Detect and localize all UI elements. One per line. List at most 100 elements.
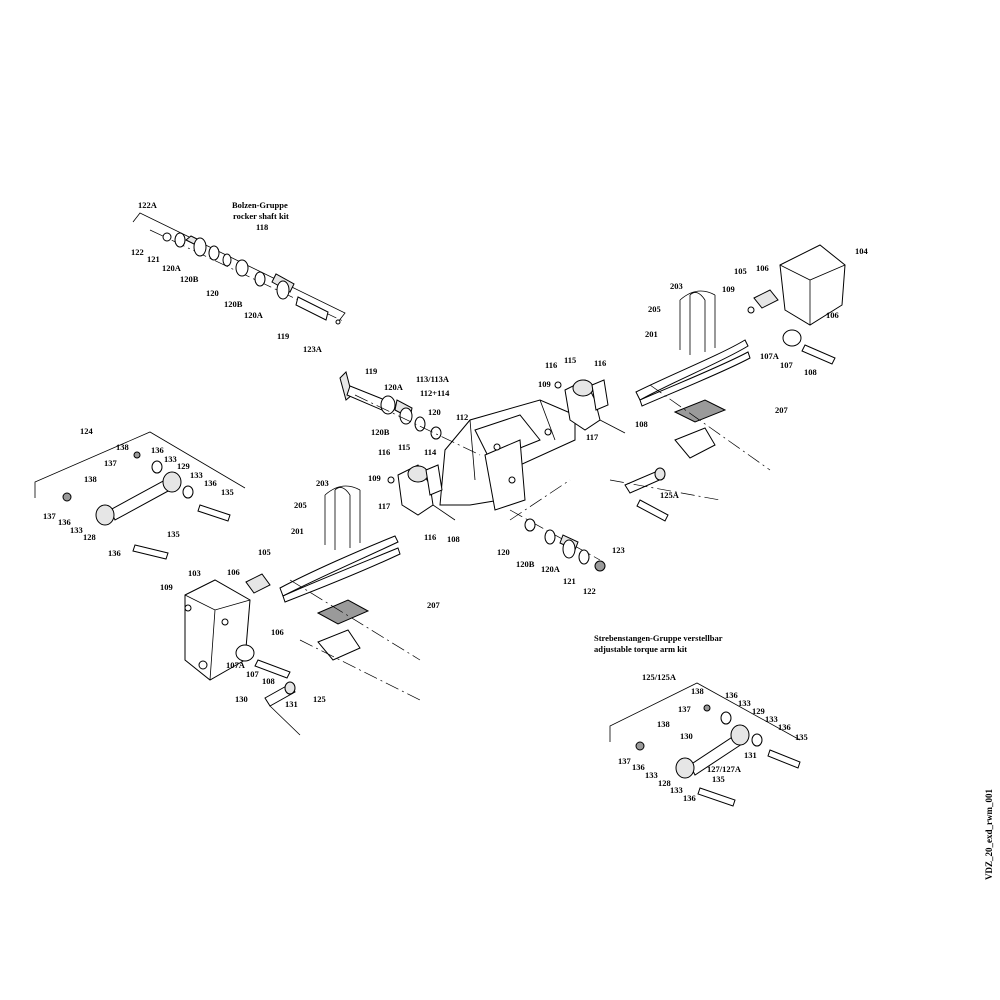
callout: 122A (138, 200, 158, 210)
callout: 109 (160, 582, 173, 592)
callout: 112+114 (420, 388, 450, 398)
callout: 116 (378, 447, 390, 457)
callout: 120B (371, 427, 390, 437)
callout: 120 (428, 407, 441, 417)
callout: 107 (246, 669, 260, 679)
lower-shaft-center (509, 509, 606, 572)
callout: 136 (204, 478, 217, 488)
torque-kit-number: 125/125A (642, 672, 677, 682)
callout: 120 (206, 288, 219, 298)
callout: 105 (734, 266, 747, 276)
torque-kit-title-en: adjustable torque arm kit (594, 644, 687, 654)
callout: 116 (594, 358, 606, 368)
hanger-bracket-104 (747, 244, 846, 365)
torque-arm-125A (624, 467, 669, 522)
callout: 136 (778, 722, 791, 732)
callout: 122 (131, 247, 144, 257)
callout: 107A (760, 351, 780, 361)
drawing-id: VDZ_20_exd_rwm_001 (984, 789, 994, 880)
callout: 106 (227, 567, 240, 577)
torque-arm-125 (264, 681, 301, 736)
callout: 136 (683, 793, 696, 803)
callout: 136 (725, 690, 738, 700)
callout: 201 (291, 526, 304, 536)
callout: 138 (84, 474, 97, 484)
torque-arm-kit (609, 682, 801, 807)
callout: 106 (756, 263, 769, 273)
leaf-spring-right (635, 290, 771, 471)
callout: 121 (147, 254, 160, 264)
callout: 137 (104, 458, 118, 468)
callout: 120A (244, 310, 264, 320)
bracket-left-115 (387, 464, 456, 521)
callout: 122 (583, 586, 596, 596)
callout: 117 (378, 501, 391, 511)
callout: 137 (618, 756, 632, 766)
callout: 116 (424, 532, 436, 542)
callout: 120A (541, 564, 561, 574)
rocker-kit-title-de: Bolzen-Gruppe (232, 200, 288, 210)
callout: 133 (164, 454, 177, 464)
callout: 135 (795, 732, 808, 742)
callout: 207 (775, 405, 789, 415)
callout: 135 (221, 487, 234, 497)
callout: 203 (316, 478, 329, 488)
callout: 128 (83, 532, 96, 542)
bracket-right-115 (554, 379, 626, 434)
callout: 205 (294, 500, 307, 510)
callout: 109 (538, 379, 551, 389)
callout: 125 (313, 694, 326, 704)
callout: 136 (632, 762, 645, 772)
callout: 133 (670, 785, 683, 795)
callout: 138 (691, 686, 704, 696)
arm-group-number: 124 (80, 426, 94, 436)
callout: 116 (545, 360, 557, 370)
callout: 109 (368, 473, 381, 483)
leaf-spring-left (279, 485, 421, 661)
callout: 138 (116, 442, 129, 452)
callout: 123 (612, 545, 625, 555)
callout: 133 (70, 525, 83, 535)
callout: 108 (804, 367, 817, 377)
callout: 136 (108, 548, 121, 558)
callout: 117 (586, 432, 599, 442)
hanger-bracket-103 (184, 573, 291, 681)
callout: 115 (398, 442, 410, 452)
rocker-shaft-center (339, 371, 481, 456)
callout: 135 (712, 774, 725, 784)
callout: 137 (678, 704, 692, 714)
callout: 119 (277, 331, 289, 341)
callout: 133 (738, 698, 751, 708)
callout: 109 (722, 284, 735, 294)
callout: 205 (648, 304, 661, 314)
callout: 125A (660, 490, 680, 500)
callout: 113/113A (416, 374, 450, 384)
callout: 120A (384, 382, 404, 392)
callout: 104 (855, 246, 869, 256)
callout: 120B (180, 274, 199, 284)
callout: 136 (58, 517, 71, 527)
callout: 128 (658, 778, 671, 788)
callout: 107 (780, 360, 794, 370)
callout: 119 (365, 366, 377, 376)
callout: 115 (564, 355, 576, 365)
callout: 120B (516, 559, 535, 569)
callout: 108 (447, 534, 460, 544)
callout: 135 (167, 529, 180, 539)
callout: 121 (563, 576, 576, 586)
callout: 120 (497, 547, 510, 557)
callout: 108 (635, 419, 648, 429)
callout: 131 (744, 750, 757, 760)
center-frame (439, 399, 576, 511)
callout: 114 (424, 447, 437, 457)
arm-group-124 (34, 431, 246, 560)
callout: 112 (456, 412, 468, 422)
callout: 127/127A (707, 764, 742, 774)
callout: 136 (151, 445, 164, 455)
callout: 130 (235, 694, 248, 704)
callout: 106 (271, 627, 284, 637)
rocker-kit-title-en: rocker shaft kit (233, 211, 289, 221)
callout: 201 (645, 329, 658, 339)
